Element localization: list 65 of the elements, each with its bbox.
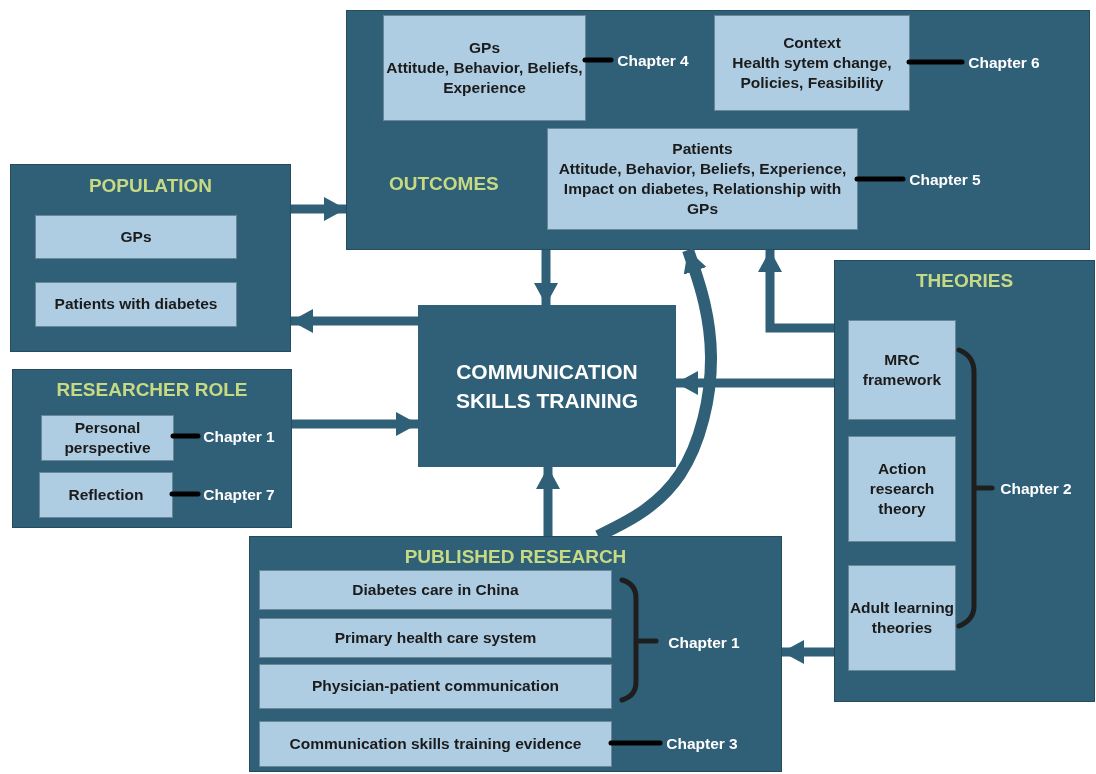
panel xyxy=(834,260,1095,702)
info-box xyxy=(259,664,612,709)
leader-line xyxy=(170,433,201,439)
core-box xyxy=(418,305,676,467)
chapter-label: Chapter 1 xyxy=(199,426,279,448)
leader-line xyxy=(608,740,663,746)
panel xyxy=(346,10,1090,250)
box-text: Physician-patient communication xyxy=(311,676,560,697)
panel-heading: PUBLISHED RESEARCH xyxy=(403,546,628,568)
box-text: Adult learning theories xyxy=(849,597,955,638)
box-text: Patients with diabetes xyxy=(54,294,218,315)
chapter-label: Chapter 1 xyxy=(663,632,745,654)
info-box xyxy=(383,15,586,121)
arrow xyxy=(536,467,560,536)
info-box xyxy=(35,282,237,327)
info-box xyxy=(39,472,173,518)
box-text: Attitude, Behavior, Beliefs, Experience xyxy=(385,57,584,99)
panel xyxy=(12,369,292,528)
leader-line xyxy=(854,176,906,182)
info-box xyxy=(848,436,956,542)
arrow xyxy=(782,640,834,664)
arrow xyxy=(291,309,418,333)
box-text: Health sytem change, Policies, Feasibility xyxy=(731,52,893,94)
box-heading: Patients xyxy=(672,138,733,159)
leader-line xyxy=(582,57,614,63)
info-box xyxy=(259,721,612,767)
arrow xyxy=(291,197,346,221)
info-box xyxy=(41,415,174,461)
panel-heading: POPULATION xyxy=(87,175,214,197)
box-heading: GPs xyxy=(469,37,500,58)
arrow xyxy=(292,412,418,436)
box-text: Diabetes care in China xyxy=(352,579,519,600)
chapter-label: Chapter 6 xyxy=(963,52,1045,74)
info-box xyxy=(714,15,910,111)
chapter-label: Chapter 4 xyxy=(612,50,694,72)
chapter-label: Chapter 5 xyxy=(904,169,986,191)
info-box xyxy=(547,128,858,230)
box-text: Action research theory xyxy=(868,458,936,520)
arrow xyxy=(534,250,558,305)
leader-line xyxy=(169,491,201,497)
chapter-label: Chapter 7 xyxy=(199,484,279,506)
box-text: Communication skills training evidence xyxy=(289,733,582,754)
info-box xyxy=(848,320,956,420)
chapter-label: Chapter 3 xyxy=(661,733,743,755)
box-text: Primary health care system xyxy=(334,627,537,648)
info-box xyxy=(259,618,612,658)
box-text: MRC framework xyxy=(861,349,943,390)
info-box xyxy=(259,570,612,610)
arrow xyxy=(676,371,834,395)
box-text: COMMUNICATION SKILLS TRAINING xyxy=(455,358,639,414)
leader-line xyxy=(906,59,965,65)
info-box xyxy=(848,565,956,671)
panel xyxy=(249,536,782,772)
panel xyxy=(10,164,291,352)
box-text: Reflection xyxy=(68,484,144,505)
panel-heading: THEORIES xyxy=(914,270,1015,292)
box-text: Personal perspective xyxy=(63,417,152,458)
panel-heading: RESEARCHER ROLE xyxy=(55,379,249,401)
info-box xyxy=(35,215,237,259)
box-heading: Context xyxy=(783,32,841,53)
chapter-label: Chapter 2 xyxy=(995,478,1077,500)
box-text: Attitude, Behavior, Beliefs, Experience, Impact on diabetes, Relationship with GPs xyxy=(557,158,848,220)
panel-heading: OUTCOMES xyxy=(389,173,499,195)
box-text: GPs xyxy=(120,226,152,247)
arrow xyxy=(758,250,834,333)
